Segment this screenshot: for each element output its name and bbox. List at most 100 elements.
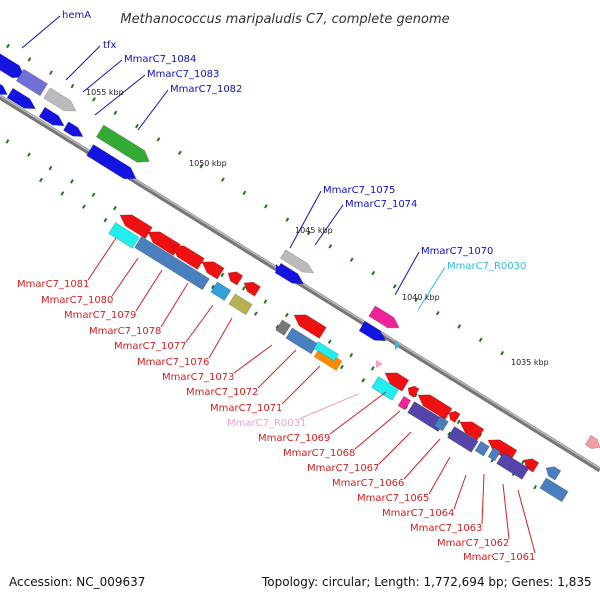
gene-label-1067[interactable]: MmarC7_1067	[307, 463, 379, 474]
leader-line	[417, 266, 446, 311]
gene-label-1076[interactable]: MmarC7_1076	[137, 357, 209, 368]
middle-tick	[263, 299, 268, 304]
gene-1067b[interactable]	[448, 410, 461, 423]
middle-tick	[456, 419, 461, 425]
gene-1061-steel[interactable]	[539, 477, 569, 503]
gene-label-1084[interactable]: MmarC7_1084	[124, 54, 196, 65]
leader-line	[329, 391, 387, 435]
gene-1068[interactable]	[417, 394, 453, 420]
gene-1065-steel[interactable]	[433, 415, 449, 432]
gene-1082[interactable]	[95, 124, 150, 163]
gene-1069[interactable]	[407, 385, 420, 398]
gene-label-1061[interactable]: MmarC7_1061	[463, 552, 535, 563]
gene-1083b[interactable]	[38, 106, 65, 127]
gene-label-1069[interactable]: MmarC7_1069	[258, 433, 330, 444]
middle-tick	[327, 339, 332, 344]
gene-label-1080[interactable]: MmarC7_1080	[41, 295, 113, 306]
outer-tick	[349, 257, 354, 262]
gene-1083a[interactable]	[6, 87, 37, 110]
middle-tick	[370, 366, 375, 371]
gene-1064-purple[interactable]	[496, 452, 530, 480]
gene-1069a[interactable]	[358, 320, 387, 342]
gene-1080-steel[interactable]	[134, 236, 210, 291]
gene-1063-steel[interactable]	[474, 440, 490, 457]
gene-1078[interactable]	[201, 261, 225, 280]
gene-1080[interactable]	[147, 231, 181, 256]
outer-tick	[220, 177, 225, 182]
outer-tick	[242, 190, 247, 196]
gene-label-1077[interactable]: MmarC7_1077	[114, 341, 186, 352]
leader-line	[502, 483, 510, 540]
gene-1071-cyan[interactable]	[313, 341, 339, 362]
gene-label-1078[interactable]: MmarC7_1078	[89, 326, 161, 337]
gene-1077-olive[interactable]	[228, 293, 253, 316]
gene-label-1068[interactable]: MmarC7_1068	[283, 448, 355, 459]
leader-line	[137, 89, 169, 131]
gene-1062-steel[interactable]	[487, 446, 502, 462]
gene-label-1082[interactable]: MmarC7_1082	[170, 84, 242, 95]
gene-label-1071[interactable]: MmarC7_1071	[210, 403, 282, 414]
gene-label-1073[interactable]: MmarC7_1073	[162, 372, 234, 383]
gene-label-1064[interactable]: MmarC7_1064	[382, 508, 454, 519]
gene-label-1075[interactable]: MmarC7_1075	[323, 185, 395, 196]
gene-1060[interactable]	[584, 434, 600, 450]
gene-1066-purple[interactable]	[447, 426, 479, 453]
gene-label-1074[interactable]: MmarC7_1074	[345, 199, 417, 210]
gene-1083c[interactable]	[62, 121, 84, 137]
outer-tick	[177, 150, 182, 156]
leader-line	[160, 282, 189, 328]
accession-text: Accession: NC_009637	[9, 575, 145, 589]
leader-line	[233, 344, 273, 374]
gene-label-1070[interactable]: MmarC7_1070	[421, 246, 493, 257]
gene-1083[interactable]	[86, 144, 137, 180]
gene-label-1065[interactable]: MmarC7_1065	[357, 493, 429, 504]
outer-tick	[306, 230, 311, 236]
gene-1073-gray[interactable]	[275, 319, 292, 336]
leader-line	[403, 438, 441, 480]
outer-tick	[135, 123, 139, 129]
gene-1073[interactable]	[293, 314, 327, 339]
gene-1067[interactable]	[459, 421, 485, 441]
middle-tick	[91, 192, 96, 198]
gene-1084[interactable]	[43, 87, 77, 112]
gene-label-1079[interactable]: MmarC7_1079	[64, 310, 136, 321]
inner-tick	[253, 311, 258, 316]
leader-line	[453, 474, 467, 510]
gene-R0031-cyan[interactable]	[371, 376, 400, 401]
gene-features	[0, 51, 600, 503]
gene-1079-cyan[interactable]	[210, 281, 232, 301]
outer-tick	[500, 350, 505, 356]
gene-label-1062[interactable]: MmarC7_1062	[437, 538, 509, 549]
gene-label-R0030[interactable]: MmarC7_R0030	[447, 261, 526, 272]
rna-R0030[interactable]	[395, 340, 400, 350]
gene-label-tfx[interactable]: tfx	[103, 40, 116, 51]
outer-tick	[92, 97, 96, 102]
gene-1081[interactable]	[119, 214, 153, 239]
gene-tfx-block[interactable]	[15, 68, 48, 97]
inner-tick	[275, 324, 280, 330]
gene-label-1083[interactable]: MmarC7_1083	[147, 69, 219, 80]
gene-1061[interactable]	[545, 466, 562, 481]
leader-line	[314, 204, 344, 246]
gene-1070[interactable]	[368, 305, 400, 329]
gene-1069-magenta[interactable]	[397, 395, 412, 411]
gene-1075[interactable]	[279, 249, 315, 274]
gene-1076[interactable]	[243, 281, 261, 297]
middle-tick	[113, 205, 117, 211]
middle-tick	[241, 286, 246, 291]
gene-small-1075[interactable]	[276, 264, 281, 274]
gene-1079[interactable]	[171, 245, 205, 270]
gene-label-1072[interactable]: MmarC7_1072	[186, 387, 258, 398]
gene-1072-steel[interactable]	[285, 327, 319, 355]
gene-1081-cyan[interactable]	[108, 222, 140, 249]
gene-label-hemA[interactable]: hemA	[62, 10, 91, 21]
gene-label-R0031[interactable]: MmarC7_R0031	[227, 418, 306, 429]
gene-label-1063[interactable]: MmarC7_1063	[410, 523, 482, 534]
gene-label-1081[interactable]: MmarC7_1081	[17, 279, 89, 290]
gene-1077[interactable]	[227, 271, 244, 286]
rna-R0031[interactable]	[376, 360, 383, 368]
leader-line	[135, 269, 163, 312]
gene-tfx[interactable]	[0, 81, 8, 95]
gene-hemA[interactable]	[0, 51, 25, 79]
gene-label-1066[interactable]: MmarC7_1066	[332, 478, 404, 489]
